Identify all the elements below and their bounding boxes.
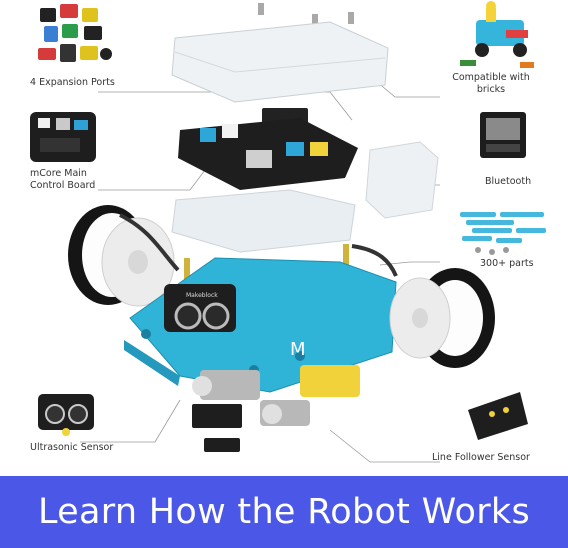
battery-holder bbox=[365, 141, 439, 219]
mcore-board-image bbox=[30, 112, 96, 162]
bricks-image bbox=[460, 1, 534, 68]
label-bricks-line2: bricks bbox=[476, 84, 506, 95]
bottom-banner: Learn How the Robot Works bbox=[0, 476, 568, 548]
middle-acrylic-plate bbox=[171, 189, 356, 253]
line-follower-image bbox=[468, 392, 528, 440]
left-wheel bbox=[68, 205, 175, 307]
label-parts: 300+ parts bbox=[480, 258, 534, 269]
ultrasonic-sensor-image bbox=[38, 394, 94, 436]
label-mcore-line2: Control Board bbox=[30, 180, 96, 191]
label-line-follower: Line Follower Sensor bbox=[432, 452, 530, 463]
callout-lines bbox=[80, 54, 440, 463]
label-bluetooth: Bluetooth bbox=[485, 176, 532, 187]
robot-illustration: M Makeblock bbox=[30, 1, 546, 463]
line-follower-on-chassis bbox=[192, 404, 242, 428]
label-bricks-line1: Compatible with bbox=[452, 72, 530, 83]
top-acrylic-plate bbox=[171, 21, 389, 103]
label-expansion-ports: 4 Expansion Ports bbox=[30, 77, 115, 88]
expansion-modules-image bbox=[38, 4, 112, 62]
ultrasonic-sensor-on-chassis: Makeblock bbox=[164, 284, 236, 332]
motors bbox=[192, 365, 360, 426]
bluetooth-module-image bbox=[480, 112, 526, 158]
sensor-brand-text: Makeblock bbox=[186, 292, 218, 299]
exploded-robot-diagram: M Makeblock bbox=[30, 1, 546, 463]
label-ultrasonic: Ultrasonic Sensor bbox=[30, 442, 114, 453]
svg-text:M: M bbox=[290, 339, 306, 360]
banner-title: Learn How the Robot Works bbox=[38, 492, 530, 532]
label-mcore-line1: mCore Main bbox=[30, 168, 87, 179]
caster-wheel bbox=[204, 438, 240, 452]
right-wheel bbox=[389, 268, 495, 368]
parts-image bbox=[460, 212, 546, 255]
